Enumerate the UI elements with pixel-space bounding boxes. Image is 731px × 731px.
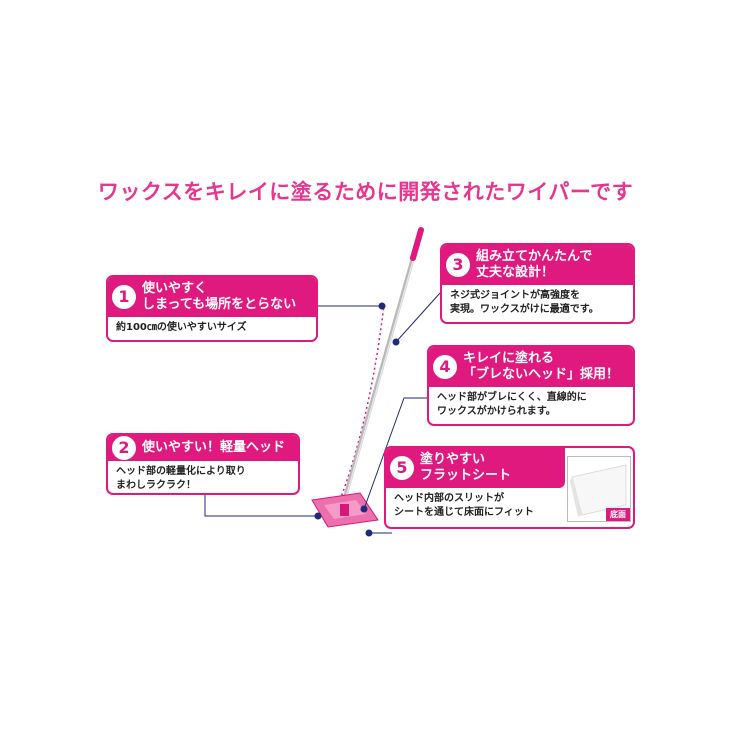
callout-2: 2 使いやすい！軽量ヘッド ヘッド部の軽量化により取り まわしラクラク！: [106, 433, 300, 495]
callout-2-body: ヘッド部の軽量化により取り まわしラクラク！: [116, 466, 246, 491]
callout-4-title: 4 キレイに塗れる 「ブレないヘッド」採用！: [429, 347, 633, 387]
connector-dot-1: [378, 302, 386, 310]
callout-3-body: ネジ式ジョイントが高強度を 実現。ワックスがけに最適です。: [450, 290, 599, 315]
sheet-illustration: [570, 464, 627, 517]
wiper-handle: [340, 238, 420, 510]
connector-dot-4: [360, 505, 368, 513]
callout-5-body: ヘッド内部のスリットが シートを通じて床面にフィット: [394, 493, 534, 518]
connector-dot-3: [392, 338, 400, 346]
callout-4-number: 4: [433, 355, 457, 379]
sheet-bottom-label: 底面: [606, 508, 630, 521]
callout-5-title: 5 塗りやすい フラットシート: [386, 448, 565, 488]
callout-5-number: 5: [390, 456, 414, 480]
callout-3-title: 3 組み立てかんたんで 丈夫な設計！: [442, 245, 633, 285]
connector-dot-5: [365, 529, 373, 537]
callout-4-body: ヘッド部がブレにくく、直線的に ワックスがかけられます。: [437, 392, 587, 417]
sheet-bottom-image: 底面: [567, 456, 631, 522]
callout-2-number: 2: [112, 436, 136, 460]
callout-1: 1 使いやすく しまっても場所をとらない 約100㎝の使いやすいサイズ: [106, 275, 318, 342]
callout-2-title: 2 使いやすい！軽量ヘッド: [108, 435, 298, 461]
page-headline: ワックスをキレイに塗るために開発されたワイパーです: [97, 180, 634, 204]
wiper-grip: [410, 227, 424, 261]
callout-1-title: 1 使いやすく しまっても場所をとらない: [108, 277, 316, 317]
callout-4: 4 キレイに塗れる 「ブレないヘッド」採用！ ヘッド部がブレにくく、直線的に ワ…: [427, 345, 635, 426]
connector-3: [395, 292, 441, 343]
callout-3: 3 組み立てかんたんで 丈夫な設計！ ネジ式ジョイントが高強度を 実現。ワックス…: [440, 243, 635, 324]
callout-1-number: 1: [112, 285, 136, 309]
connector-dot-2: [314, 512, 322, 520]
handle-swing-arc: [339, 304, 385, 501]
callout-1-body: 約100㎝の使いやすいサイズ: [116, 322, 247, 333]
callout-3-number: 3: [446, 253, 470, 277]
